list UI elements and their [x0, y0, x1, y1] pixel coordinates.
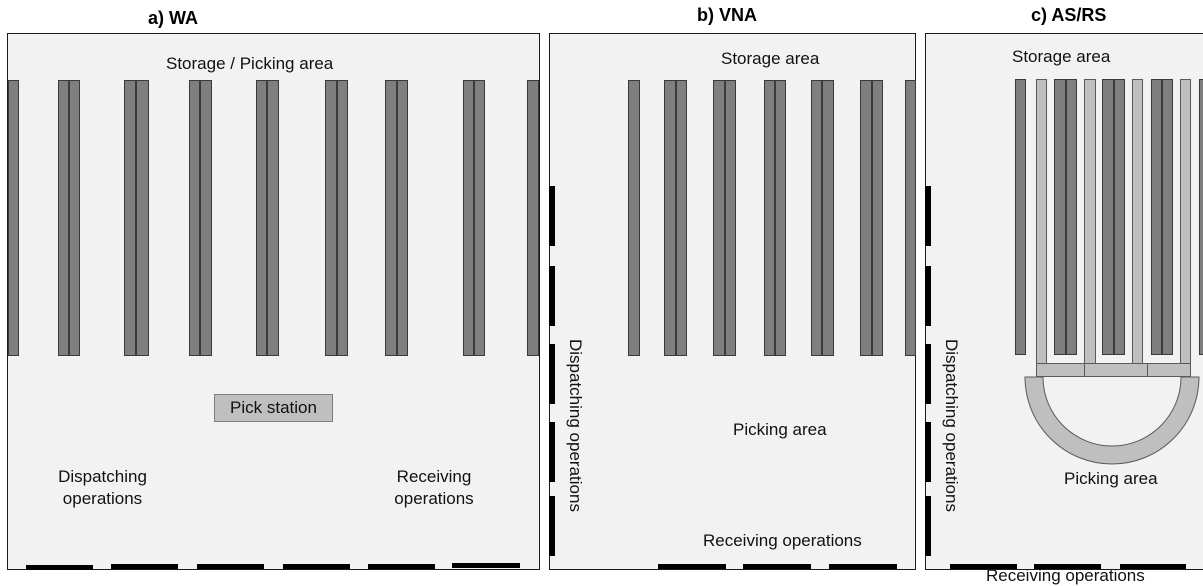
rack — [1102, 79, 1114, 355]
rack — [189, 80, 200, 356]
rack — [527, 80, 539, 356]
panel-b-title: b) VNA — [697, 5, 757, 25]
rack — [1151, 79, 1162, 355]
dock-door — [368, 564, 435, 569]
rack — [463, 80, 474, 356]
rack — [267, 80, 279, 356]
rack — [337, 80, 348, 356]
transfer-conveyor — [1036, 363, 1191, 377]
dock-door — [1034, 564, 1101, 569]
panel-wa: Storage / Picking area Pick station Disp… — [7, 33, 540, 570]
dock-door — [26, 565, 93, 570]
dock-door — [111, 564, 178, 569]
rack — [58, 80, 69, 356]
vna-picking-label: Picking area — [733, 420, 827, 439]
vna-dispatching-label: Dispatching operations — [566, 339, 585, 512]
rack — [764, 80, 775, 356]
rack — [8, 80, 19, 356]
wa-dispatching-label: Dispatching operations — [58, 467, 147, 508]
dock-door — [549, 344, 555, 404]
dock-door — [829, 564, 897, 569]
asrs-picking-label: Picking area — [1064, 469, 1158, 488]
rack — [397, 80, 408, 356]
dock-door — [549, 496, 555, 556]
rack — [628, 80, 640, 356]
asrs-receiving-label: Receiving operations — [986, 566, 1145, 585]
rack — [69, 80, 80, 356]
rack — [822, 80, 834, 356]
rack — [872, 80, 883, 356]
vna-receiving-label: Receiving operations — [703, 531, 862, 550]
panel-a-title: a) WA — [148, 8, 199, 28]
wa-receiving-label: Receiving operations — [394, 467, 474, 508]
dock-door — [283, 564, 350, 569]
asrs-dispatching-label: Dispatching operations — [942, 339, 961, 512]
rack — [664, 80, 676, 356]
rack — [136, 80, 149, 356]
rack — [676, 80, 687, 356]
dock-door — [1120, 564, 1186, 569]
rack — [1162, 79, 1173, 355]
rack — [775, 80, 786, 356]
dock-door — [925, 496, 931, 556]
wa-storage-label: Storage / Picking area — [166, 54, 334, 73]
rack — [1054, 79, 1066, 355]
dock-door — [549, 186, 555, 246]
dock-door — [197, 564, 264, 569]
rack — [713, 80, 725, 356]
loop-conveyor — [1024, 376, 1200, 465]
rack — [1114, 79, 1125, 355]
rack — [1066, 79, 1077, 355]
panel-c-title: c) AS/RS — [1031, 5, 1107, 25]
dock-door — [925, 422, 931, 482]
panel-asrs: Storage area Picking area Receiving oper… — [925, 33, 1203, 585]
dock-door — [549, 266, 555, 326]
rack — [325, 80, 337, 356]
rack — [725, 80, 736, 356]
rack — [256, 80, 267, 356]
dock-door — [925, 186, 931, 246]
dock-door — [925, 266, 931, 326]
dock-door — [658, 564, 726, 569]
dock-door — [743, 564, 811, 569]
rack — [474, 80, 485, 356]
asrs-storage-label: Storage area — [1012, 47, 1111, 66]
rack — [385, 80, 397, 356]
rack — [811, 80, 822, 356]
panel-vna: Storage area Picking area Receiving oper… — [549, 33, 916, 570]
rack — [1199, 79, 1203, 355]
pick-station: Pick station — [214, 394, 333, 422]
dock-door — [549, 422, 555, 482]
rack — [124, 80, 136, 356]
rack — [200, 80, 212, 356]
dock-door — [925, 344, 931, 404]
rack — [860, 80, 872, 356]
rack — [905, 80, 916, 356]
dock-door — [452, 563, 520, 568]
vna-storage-label: Storage area — [721, 49, 820, 68]
rack — [1015, 79, 1026, 355]
dock-door — [950, 564, 1017, 569]
